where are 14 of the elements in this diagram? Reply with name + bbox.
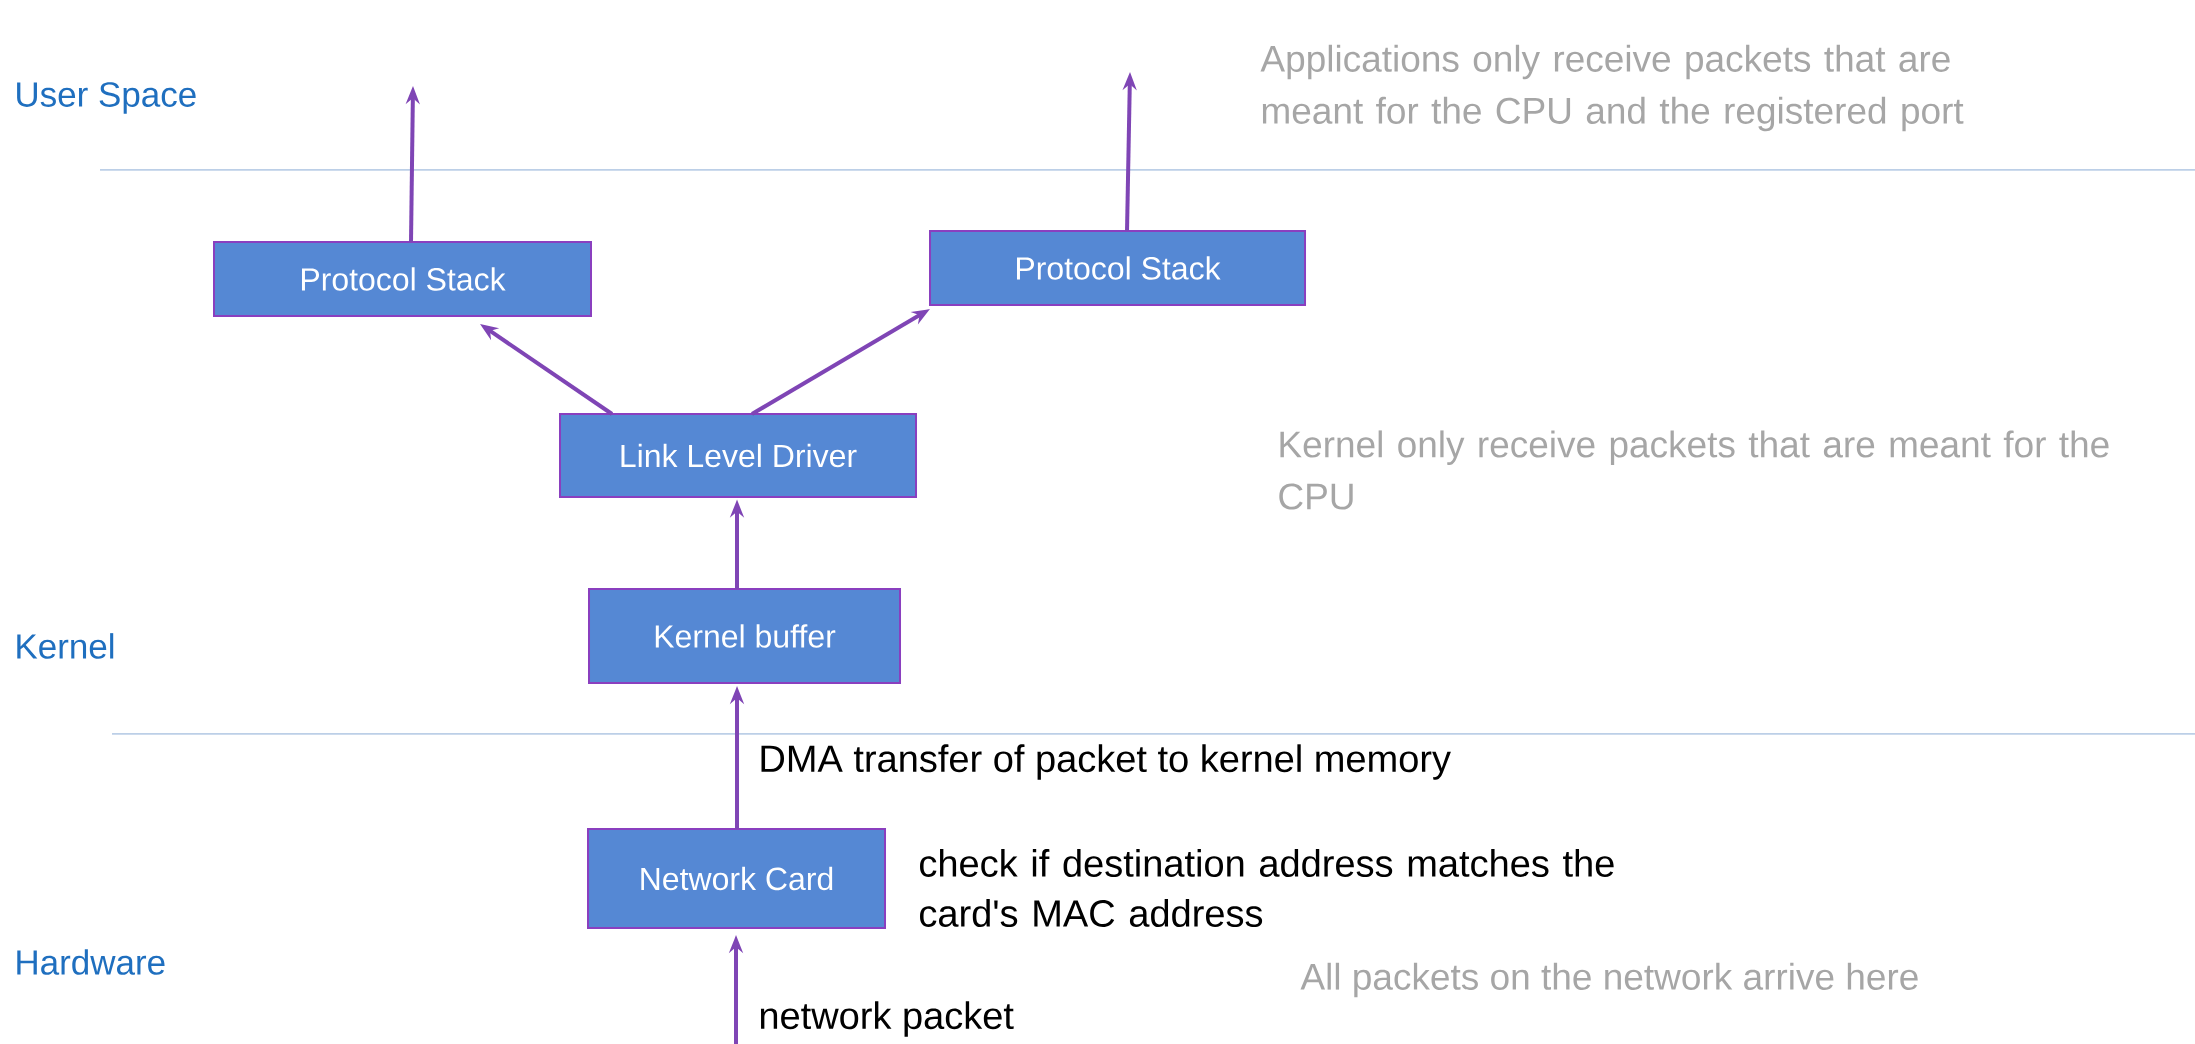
edge-label: network packet bbox=[756, 999, 1016, 1039]
edge-label: DMA transfer of packet to kernel memory bbox=[756, 742, 1454, 782]
annotation-text: check if destination address matches the card's MAC address bbox=[920, 849, 1614, 927]
process-box: Protocol Stack bbox=[213, 241, 592, 317]
note-text: All packets on the network arrive here bbox=[1300, 962, 1918, 998]
process-box: Network Card bbox=[587, 828, 886, 929]
note-text: Applications only receive packets that are meant for the CPU and the registered port bbox=[1260, 44, 1964, 132]
layer-label: Kernel bbox=[17, 633, 114, 659]
process-box: Kernel buffer bbox=[588, 588, 901, 684]
process-box: Link Level Driver bbox=[559, 413, 917, 498]
note-text: Kernel only receive packets that are meant for the CPU bbox=[1279, 430, 2109, 510]
layer-label: User Space bbox=[17, 82, 196, 114]
process-box: Protocol Stack bbox=[929, 230, 1306, 306]
layer-label: Hardware bbox=[17, 949, 165, 975]
